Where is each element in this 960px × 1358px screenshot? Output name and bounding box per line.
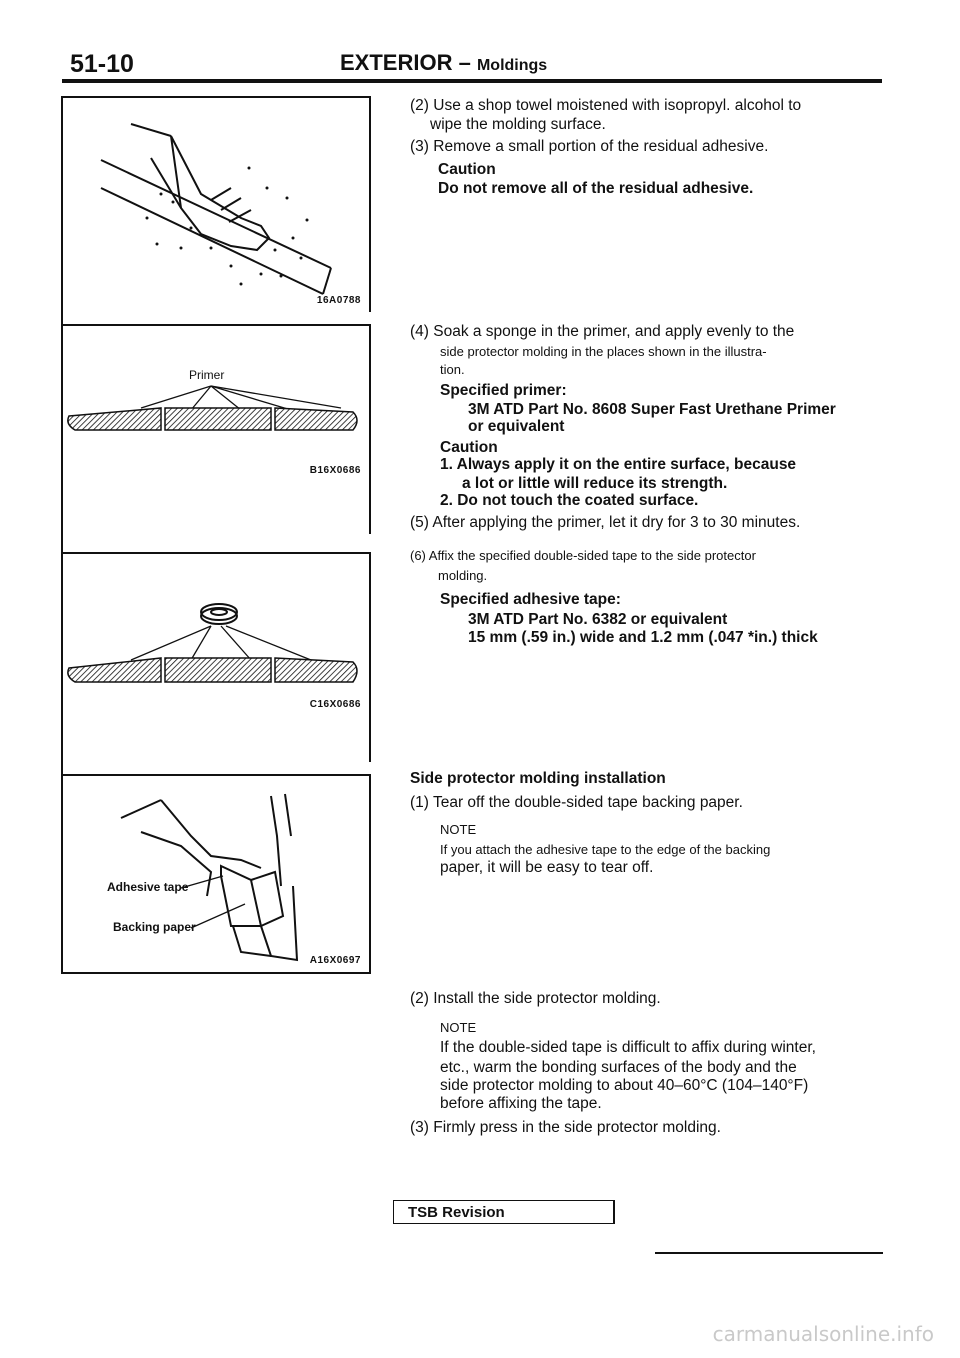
figure-code: A16X0697 [309,955,361,966]
backing-paper-label: Backing paper [113,920,196,934]
install-step-1: (1) Tear off the double-sided tape backi… [410,794,743,811]
step-5: (5) After applying the primer, let it dr… [410,514,801,531]
note-2-line-1: If the double-sided tape is difficult to… [440,1039,816,1056]
step-3: (3) Remove a small portion of the residu… [410,138,769,155]
header-rule [62,79,882,83]
specified-primer-equivalent: or equivalent [468,418,565,435]
note-2-title: NOTE [440,1020,477,1035]
figure-backing-paper: Adhesive tape Backing paper A16X0697 [61,774,371,974]
caution-2-item-2: 2. Do not touch the coated surface. [440,492,699,509]
note-1-line-1: If you attach the adhesive tape to the e… [440,842,771,857]
step-2-line-2: wipe the molding surface. [430,116,606,133]
backing-paper-illustration [120,793,299,962]
tape-illustration [67,603,358,683]
note-2-line-4: before affixing the tape. [440,1095,602,1112]
caution-2-item-1a: 1. Always apply it on the entire surface… [440,456,797,473]
specified-primer-part: 3M ATD Part No. 8608 Super Fast Urethane… [468,401,836,418]
step-2-line-1: (2) Use a shop towel moistened with isop… [410,97,802,114]
caution-2-title: Caution [440,439,498,456]
subsection-name: Moldings [476,57,548,74]
step-4-line-1: (4) Soak a sponge in the primer, and app… [410,323,795,340]
section-name: EXTERIOR [340,50,453,75]
figure-tape: C16X0686 [61,552,371,762]
note-1-line-2: paper, it will be easy to tear off. [440,859,654,876]
primer-label: Primer [189,368,225,382]
watermark: carmanualsonline.info [712,1322,934,1346]
specified-tape-part: 3M ATD Part No. 6382 or equivalent [468,611,728,628]
figure-code: B16X0686 [309,465,361,476]
note-1-title: NOTE [440,822,477,837]
installation-title: Side protector molding installation [410,770,666,787]
primer-illustration [67,385,358,431]
title-dash: – [458,50,471,75]
figure-primer: Primer B16X0686 [61,324,371,534]
adhesive-tape-label: Adhesive tape [107,880,189,894]
tsb-revision-box: TSB Revision [393,1200,615,1224]
page-number: 51-10 [70,50,134,78]
specified-primer-title: Specified primer: [440,382,567,399]
note-2-line-2: etc., warm the bonding surfaces of the b… [440,1059,797,1076]
specified-tape-size: 15 mm (.59 in.) wide and 1.2 mm (.047 *i… [468,629,818,646]
step-4-line-2: side protector molding in the places sho… [440,344,767,359]
step-6-line-1: (6) Affix the specified double-sided tap… [410,548,756,563]
footer-rule [655,1252,883,1254]
section-title: EXTERIOR – Moldings [340,50,547,76]
install-step-2: (2) Install the side protector molding. [410,990,661,1007]
caution-1-text: Do not remove all of the residual adhesi… [438,180,754,197]
figure-column-border [61,96,63,972]
install-step-3: (3) Firmly press in the side protector m… [410,1119,721,1136]
caution-1-title: Caution [438,161,496,178]
caution-2-item-1b: a lot or little will reduce its strength… [462,475,728,492]
step-4-line-3: tion. [440,362,465,377]
figure-code: C16X0686 [309,699,361,710]
wipe-molding-illustration [100,123,332,295]
figure-wipe-molding: 16A0788 [61,96,371,312]
note-2-line-3: side protector molding to about 40–60°C … [440,1077,809,1094]
step-6-line-2: molding. [438,568,488,583]
figure-code: 16A0788 [316,295,361,306]
specified-tape-title: Specified adhesive tape: [440,591,621,608]
